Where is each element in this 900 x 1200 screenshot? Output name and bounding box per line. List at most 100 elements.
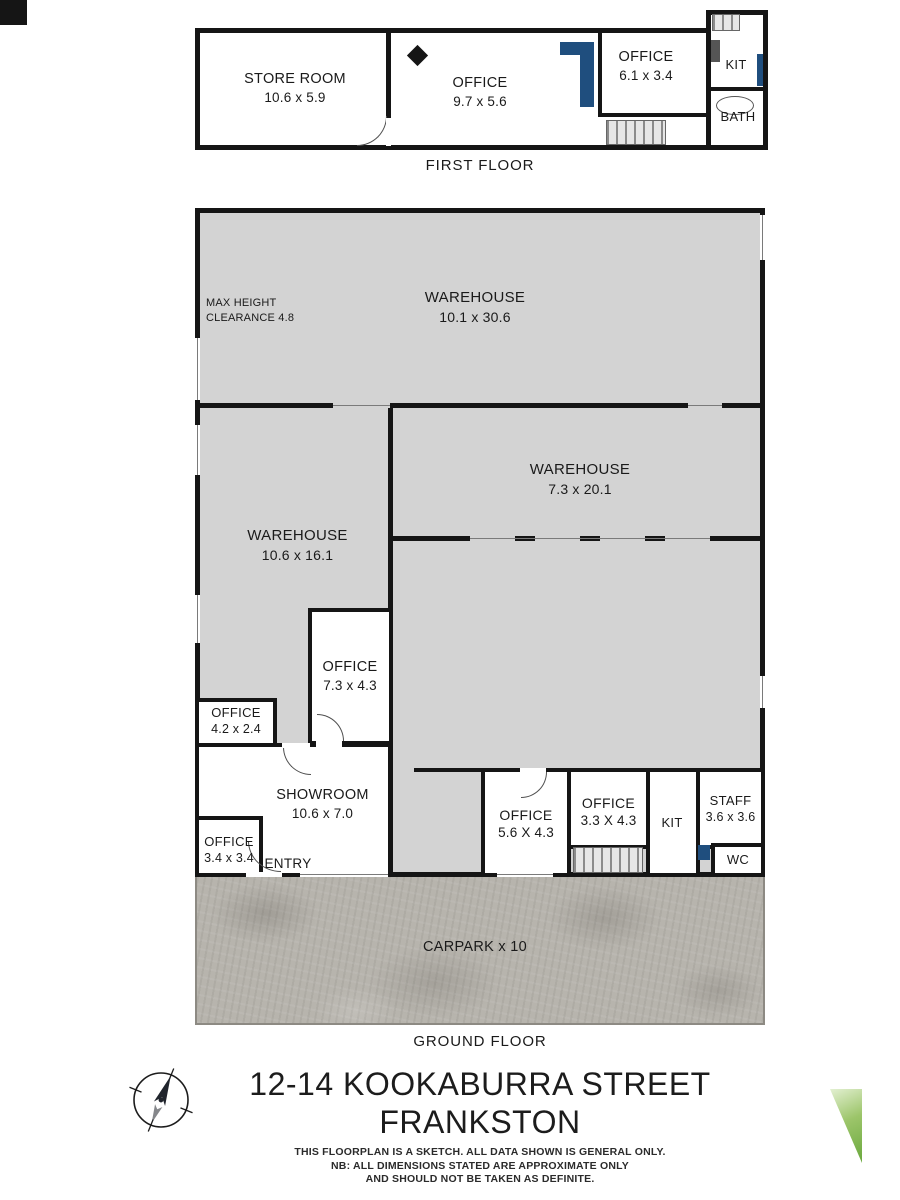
room-name: WC (726, 852, 750, 867)
room-name: BATH (720, 109, 756, 124)
wall (711, 87, 763, 91)
stairs-hatch (606, 120, 666, 145)
stairs-blue (580, 42, 594, 107)
room-label-bath: BATH (714, 108, 762, 125)
room-staff (696, 768, 765, 849)
room-dims: 10.6 x 7.0 (291, 806, 354, 822)
bathtub-icon (716, 96, 754, 115)
opening-line (688, 405, 722, 406)
address-line-1: 12-14 KOOKABURRA STREET (249, 1066, 711, 1102)
note-line: MAX HEIGHT (206, 297, 277, 309)
room-label-staff: STAFF 3.6 x 3.6 (697, 792, 764, 826)
window-line (762, 215, 763, 260)
window-line (497, 874, 553, 875)
room-dims: 7.3 x 20.1 (548, 480, 612, 497)
room-name: WAREHOUSE (529, 461, 631, 478)
entry-door-opening (246, 872, 282, 877)
room-name: STORE ROOM (244, 71, 346, 87)
ground-floor-label: GROUND FLOOR (413, 1033, 547, 1050)
fixture-blue (698, 845, 710, 860)
wall (386, 30, 391, 148)
column-pillar (0, 0, 27, 25)
room-name: STAFF (709, 793, 752, 808)
wall (414, 768, 484, 772)
entry-label: ENTRY (256, 855, 320, 873)
disclaimer-line-3: AND SHOULD NOT BE TAKEN AS DEFINITE. (365, 1173, 595, 1185)
room-dims: 5.6 X 4.3 (498, 825, 554, 841)
stairs-hatch (573, 847, 643, 873)
room-name: SHOWROOM (276, 787, 369, 803)
window-line (300, 874, 388, 875)
window-line (762, 676, 763, 708)
carpark-label: CARPARK x 10 (305, 938, 645, 957)
room-label-office-d: OFFICE 4.2 x 2.4 (197, 704, 275, 738)
room-name: WAREHOUSE (247, 527, 348, 544)
room-name: KIT (661, 815, 683, 830)
room-label-office-b: OFFICE 6.1 x 3.4 (587, 48, 705, 85)
fixture-blue (757, 54, 763, 86)
room-dims: 7.3 x 4.3 (323, 678, 377, 694)
disclaimer-line-2: NB: ALL DIMENSIONS STATED ARE APPROXIMAT… (331, 1160, 629, 1172)
door-opening (386, 118, 391, 146)
room-label-warehouse-west: WAREHOUSE 10.6 x 16.1 (205, 526, 390, 564)
brand-triangle (830, 1089, 862, 1163)
opening-line (470, 538, 710, 539)
window-line (197, 425, 198, 475)
wall (598, 113, 710, 117)
room-label-office-e: OFFICE 3.4 x 3.4 (197, 833, 261, 867)
compass-icon (129, 1068, 193, 1132)
room-dims: 9.7 x 5.6 (453, 94, 507, 110)
room-dims: 10.1 x 30.6 (439, 308, 511, 325)
room-label-kit-ff: KIT (716, 56, 756, 73)
room-dims: 10.6 x 5.9 (264, 90, 326, 106)
room-dims: 3.4 x 3.4 (204, 851, 254, 866)
room-label-office-g: OFFICE 3.3 X 4.3 (569, 794, 648, 830)
door-opening (282, 743, 310, 748)
window-line (197, 338, 198, 400)
note-line: CLEARANCE 4.8 (206, 311, 295, 324)
room-name: OFFICE (211, 705, 261, 720)
room-dims: 3.3 X 4.3 (580, 813, 637, 829)
room-office-d (195, 698, 277, 747)
room-name: KIT (725, 57, 747, 72)
wall (195, 403, 765, 408)
first-floor-outline (195, 28, 765, 150)
max-height-note: MAX HEIGHT CLEARANCE 4.8 (206, 296, 316, 326)
room-dims: 10.6 x 16.1 (261, 546, 334, 563)
room-name: CARPARK x 10 (422, 939, 528, 955)
room-label-warehouse-main: WAREHOUSE 10.1 x 30.6 (380, 288, 570, 326)
room-label-wc: WC (713, 851, 763, 868)
room-name: WAREHOUSE (424, 289, 526, 306)
room-label-office-f: OFFICE 5.6 X 4.3 (483, 806, 569, 842)
room-wc (711, 843, 765, 877)
room-name: OFFICE (204, 834, 254, 849)
room-label-showroom: SHOWROOM 10.6 x 7.0 (225, 786, 420, 823)
door-opening (316, 741, 342, 747)
wall (598, 30, 602, 117)
room-name: OFFICE (499, 807, 553, 823)
room-name: OFFICE (322, 659, 378, 675)
room-label-office-c: OFFICE 7.3 x 4.3 (309, 658, 391, 695)
window-line (197, 595, 198, 643)
opening-line (333, 405, 390, 406)
room-label-kit-gf: KIT (646, 814, 698, 831)
room-office-g (567, 768, 650, 849)
room-name: ENTRY (264, 856, 312, 871)
room-label-office-a: OFFICE 9.7 x 5.6 (415, 74, 545, 111)
door-opening (520, 768, 546, 773)
room-dims: 4.2 x 2.4 (211, 722, 261, 737)
address-line-2: FRANKSTON (379, 1104, 581, 1140)
first-floor-label: FIRST FLOOR (425, 157, 535, 174)
stairs-hatch (712, 14, 740, 31)
room-label-warehouse-east: WAREHOUSE 7.3 x 20.1 (485, 460, 675, 498)
room-dims: 6.1 x 3.4 (619, 68, 673, 84)
disclaimer-line-1: THIS FLOORPLAN IS A SKETCH. ALL DATA SHO… (294, 1146, 666, 1158)
room-kit-gf (646, 768, 700, 877)
kitchen-appliance (711, 40, 720, 62)
room-name: OFFICE (618, 49, 674, 65)
room-name: OFFICE (452, 75, 508, 91)
room-label-store-room: STORE ROOM 10.6 x 5.9 (215, 70, 375, 107)
room-name: OFFICE (581, 795, 636, 811)
carpark-area (195, 877, 765, 1025)
room-dims: 3.6 x 3.6 (705, 810, 756, 825)
